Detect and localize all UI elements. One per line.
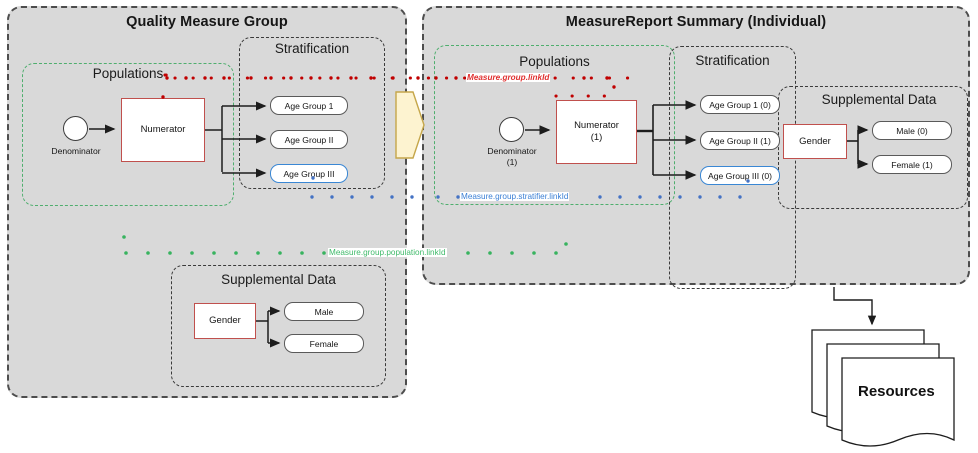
left-strat-pill-2[interactable]: Age Group II: [270, 130, 348, 149]
left-stratification-title: Stratification: [274, 41, 350, 56]
left-strat-pill-3[interactable]: Age Group III: [270, 164, 348, 183]
right-populations-title: Populations: [519, 54, 590, 69]
right-numerator-node[interactable]: Numerator (1): [556, 100, 637, 164]
right-numerator-label: Numerator: [574, 120, 619, 132]
right-stratification-container: [669, 46, 796, 289]
right-denominator-label: Denominator (1): [476, 146, 548, 168]
left-supp-pill-female-label: Female: [309, 338, 339, 349]
right-strat-pill-2-label: Age Group II (1): [709, 135, 771, 146]
left-numerator-label: Numerator: [140, 124, 186, 136]
right-denominator-node[interactable]: [499, 117, 524, 142]
left-denominator-label: Denominator: [51, 146, 101, 156]
left-supplemental-title: Supplemental Data: [221, 272, 336, 287]
measurereport-summary-title: MeasureReport Summary (Individual): [565, 14, 827, 30]
left-strat-pill-3-label: Age Group III: [283, 168, 335, 179]
quality-measure-group-title: Quality Measure Group: [126, 14, 288, 30]
left-supp-pill-male[interactable]: Male: [284, 302, 364, 321]
left-gender-label: Gender: [209, 315, 241, 327]
right-supp-pill-female[interactable]: Female (1): [872, 155, 952, 174]
left-denominator-node[interactable]: [63, 116, 88, 141]
right-supp-pill-female-label: Female (1): [891, 159, 933, 170]
left-strat-pill-1[interactable]: Age Group 1: [270, 96, 348, 115]
left-supp-pill-male-label: Male: [314, 306, 334, 317]
right-supp-pill-male-label: Male (0): [896, 125, 928, 136]
right-supplemental-container: [778, 86, 968, 209]
right-gender-label: Gender: [799, 135, 831, 147]
right-strat-pill-1-label: Age Group 1 (0): [709, 99, 771, 110]
annotation-group-linkid: Measure.group.linkId: [466, 73, 551, 83]
right-denominator-count: (1): [506, 157, 518, 168]
right-strat-pill-3-label: Age Group III (0): [707, 170, 772, 181]
right-supplemental-title: Supplemental Data: [821, 92, 937, 107]
right-numerator-count: (1): [590, 132, 603, 143]
right-strat-pill-1[interactable]: Age Group 1 (0): [700, 95, 780, 114]
right-supp-pill-male[interactable]: Male (0): [872, 121, 952, 140]
left-populations-title: Populations: [92, 66, 164, 81]
right-denominator-name: Denominator: [487, 146, 537, 156]
left-populations-container: [22, 63, 234, 206]
annotation-population-linkid: Measure.group.population.linkId: [328, 248, 447, 258]
left-numerator-node[interactable]: Numerator: [121, 98, 205, 162]
right-stratification-title: Stratification: [695, 53, 770, 68]
left-strat-pill-1-label: Age Group 1: [284, 100, 334, 111]
right-strat-pill-3[interactable]: Age Group III (0): [700, 166, 780, 185]
right-strat-pill-2[interactable]: Age Group II (1): [700, 131, 780, 150]
right-populations-container: [434, 45, 675, 205]
left-strat-pill-2-label: Age Group II: [284, 134, 334, 145]
left-supplemental-container: [171, 265, 386, 387]
left-supp-pill-female[interactable]: Female: [284, 334, 364, 353]
left-stratification-container: [239, 37, 385, 189]
left-gender-node[interactable]: Gender: [194, 303, 256, 339]
annotation-stratifier-linkid: Measure.group.stratifier.linkId: [460, 192, 570, 202]
resources-label: Resources: [858, 383, 935, 400]
right-gender-node[interactable]: Gender: [783, 124, 847, 159]
